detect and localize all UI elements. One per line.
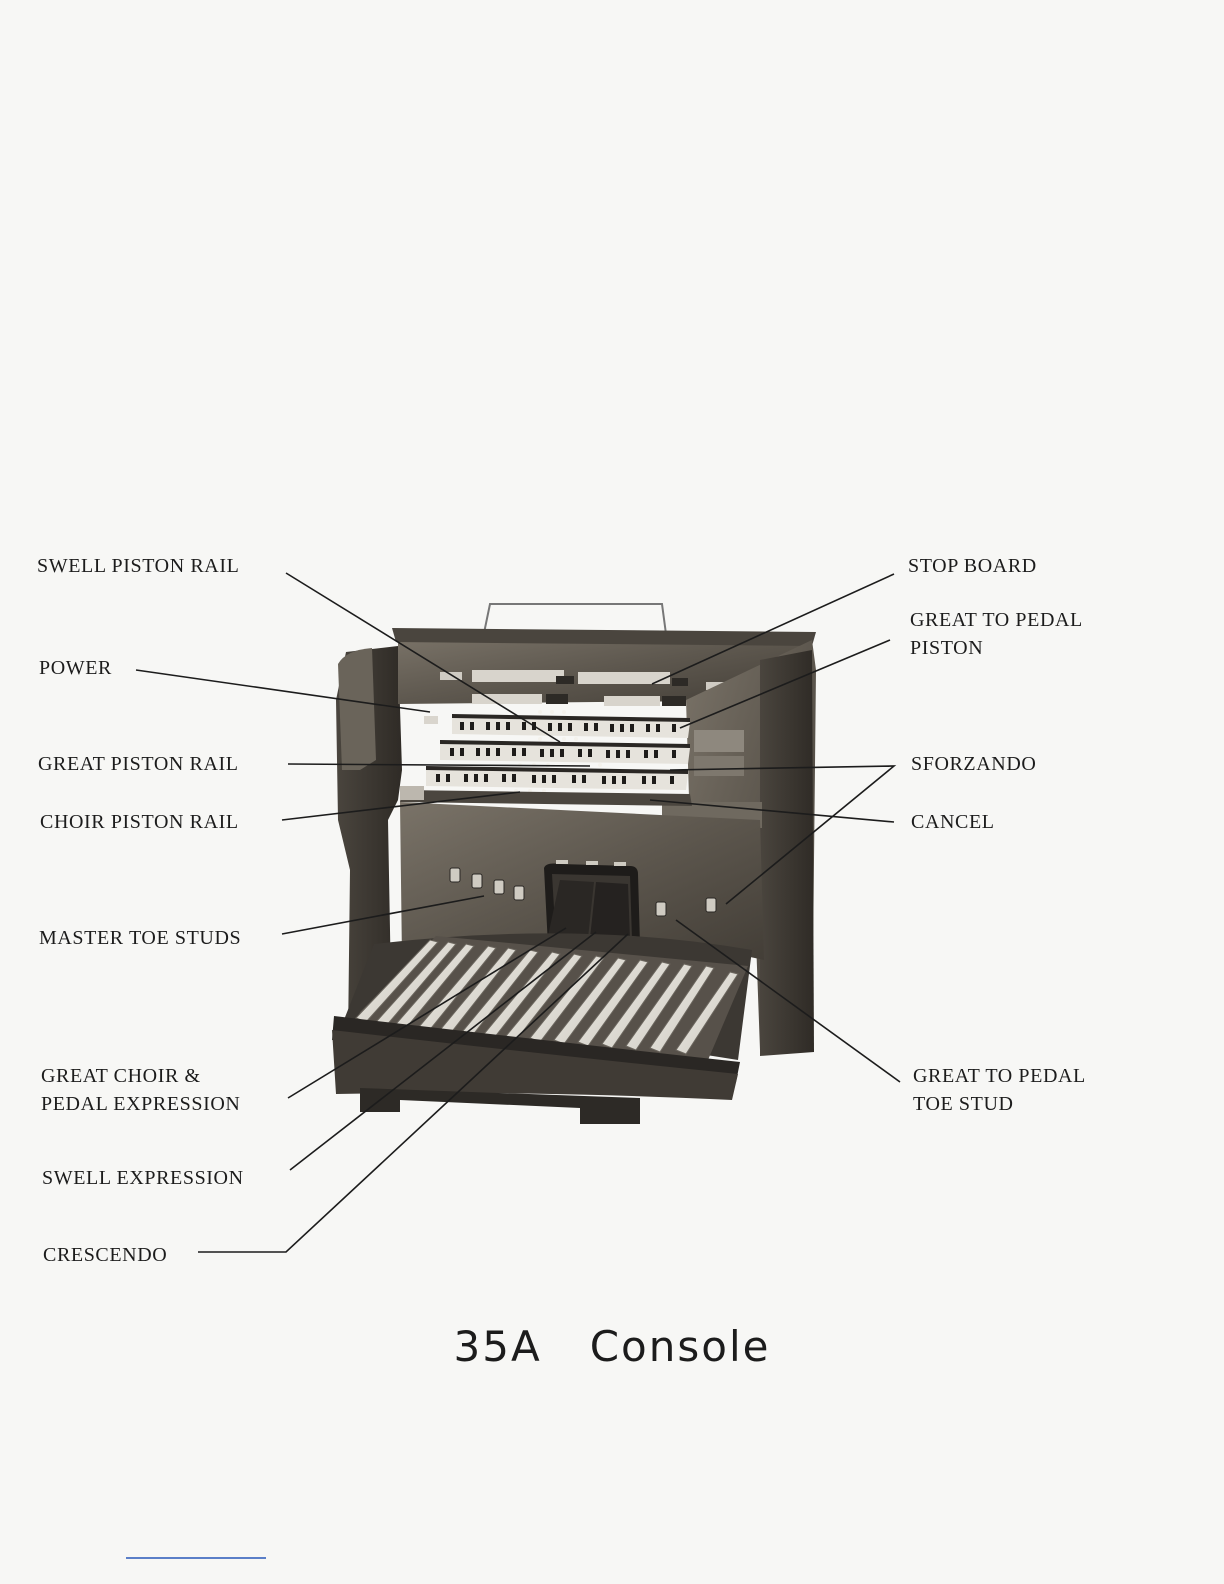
label-great-choir-pedal-expression-line2: PEDAL EXPRESSION [41,1090,240,1118]
label-great-to-pedal-piston-line2: PISTON [910,634,1083,662]
caption-name: Console [590,1322,771,1371]
pedalboard [332,933,752,1124]
figure-caption: 35A Console [0,1322,1224,1371]
footer-rule [126,1557,266,1559]
label-great-to-pedal-piston: GREAT TO PEDAL PISTON [910,606,1083,662]
label-crescendo: CRESCENDO [43,1241,167,1269]
label-great-choir-pedal-expression-line1: GREAT CHOIR & [41,1062,240,1090]
power-switch [424,716,438,724]
label-great-to-pedal-piston-line1: GREAT TO PEDAL [910,606,1083,634]
label-great-to-pedal-toe-stud-line1: GREAT TO PEDAL [913,1062,1086,1090]
label-great-to-pedal-toe-stud: GREAT TO PEDAL TOE STUD [913,1062,1086,1118]
label-cancel: CANCEL [911,808,995,836]
label-great-to-pedal-toe-stud-line2: TOE STUD [913,1090,1086,1118]
label-master-toe-studs: MASTER TOE STUDS [39,924,241,952]
label-swell-expression: SWELL EXPRESSION [42,1164,244,1192]
keyboards [424,710,690,802]
label-choir-piston-rail: CHOIR PISTON RAIL [40,808,239,836]
label-stop-board: STOP BOARD [908,552,1037,580]
leader-great-piston-rail [288,764,590,766]
label-sforzando: SFORZANDO [911,750,1036,778]
label-great-choir-pedal-expression: GREAT CHOIR & PEDAL EXPRESSION [41,1062,240,1118]
label-swell-piston-rail: SWELL PISTON RAIL [37,552,239,580]
caption-model: 35A [454,1322,542,1371]
label-power: POWER [39,654,112,682]
label-great-piston-rail: GREAT PISTON RAIL [38,750,239,778]
